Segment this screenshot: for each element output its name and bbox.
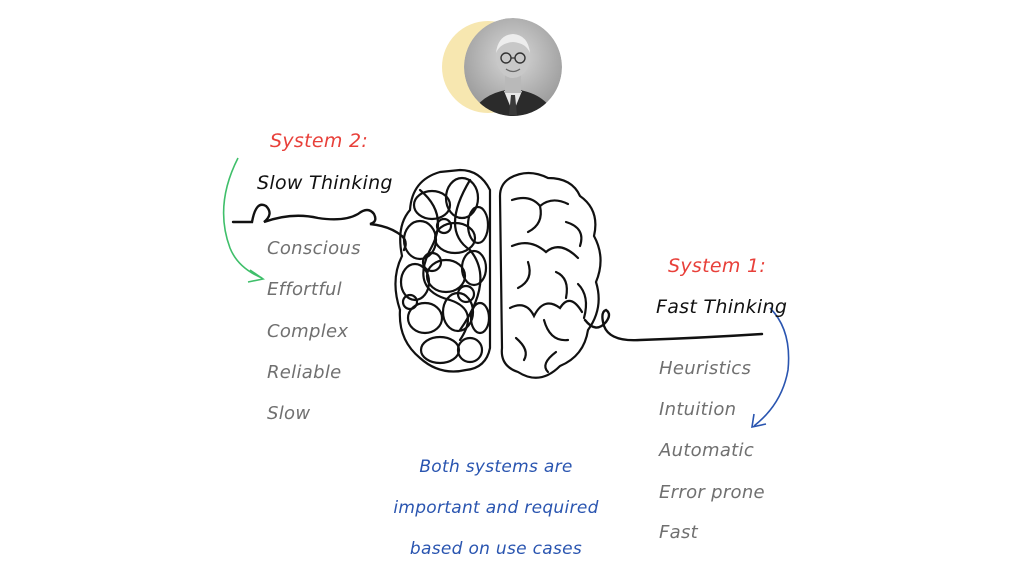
note-line: important and required [393,498,599,518]
left-connector-line [231,203,407,252]
system2-trait: Slow [267,403,311,424]
bottom-note: Both systems are important and required … [366,447,626,570]
system1-heading: System 1: [668,255,767,277]
system1-trait: Fast [659,522,699,543]
portrait-photo [464,18,562,116]
system2-trait: Reliable [267,362,342,383]
curved-arrow-down-icon [222,157,266,283]
system2-trait: Complex [267,321,349,342]
portrait [440,15,565,120]
system2-trait: Effortful [267,279,342,300]
curved-arrow-down-icon [751,307,790,429]
system2-heading: System 2: [270,130,369,152]
note-line: Both systems are [419,457,573,477]
system1-trait: Error prone [659,482,765,503]
portrait-photo-icon [442,18,562,116]
system1-trait: Intuition [659,399,737,420]
brain-doodle-icon [394,168,602,379]
right-connector-line [583,308,764,342]
note-line: based on use cases [409,539,583,559]
system1-trait: Automatic [659,440,755,461]
system2-subtitle: Slow Thinking [257,172,393,194]
system1-trait: Heuristics [659,358,752,379]
system1-subtitle: Fast Thinking [656,296,788,318]
system2-trait: Conscious [267,238,361,259]
